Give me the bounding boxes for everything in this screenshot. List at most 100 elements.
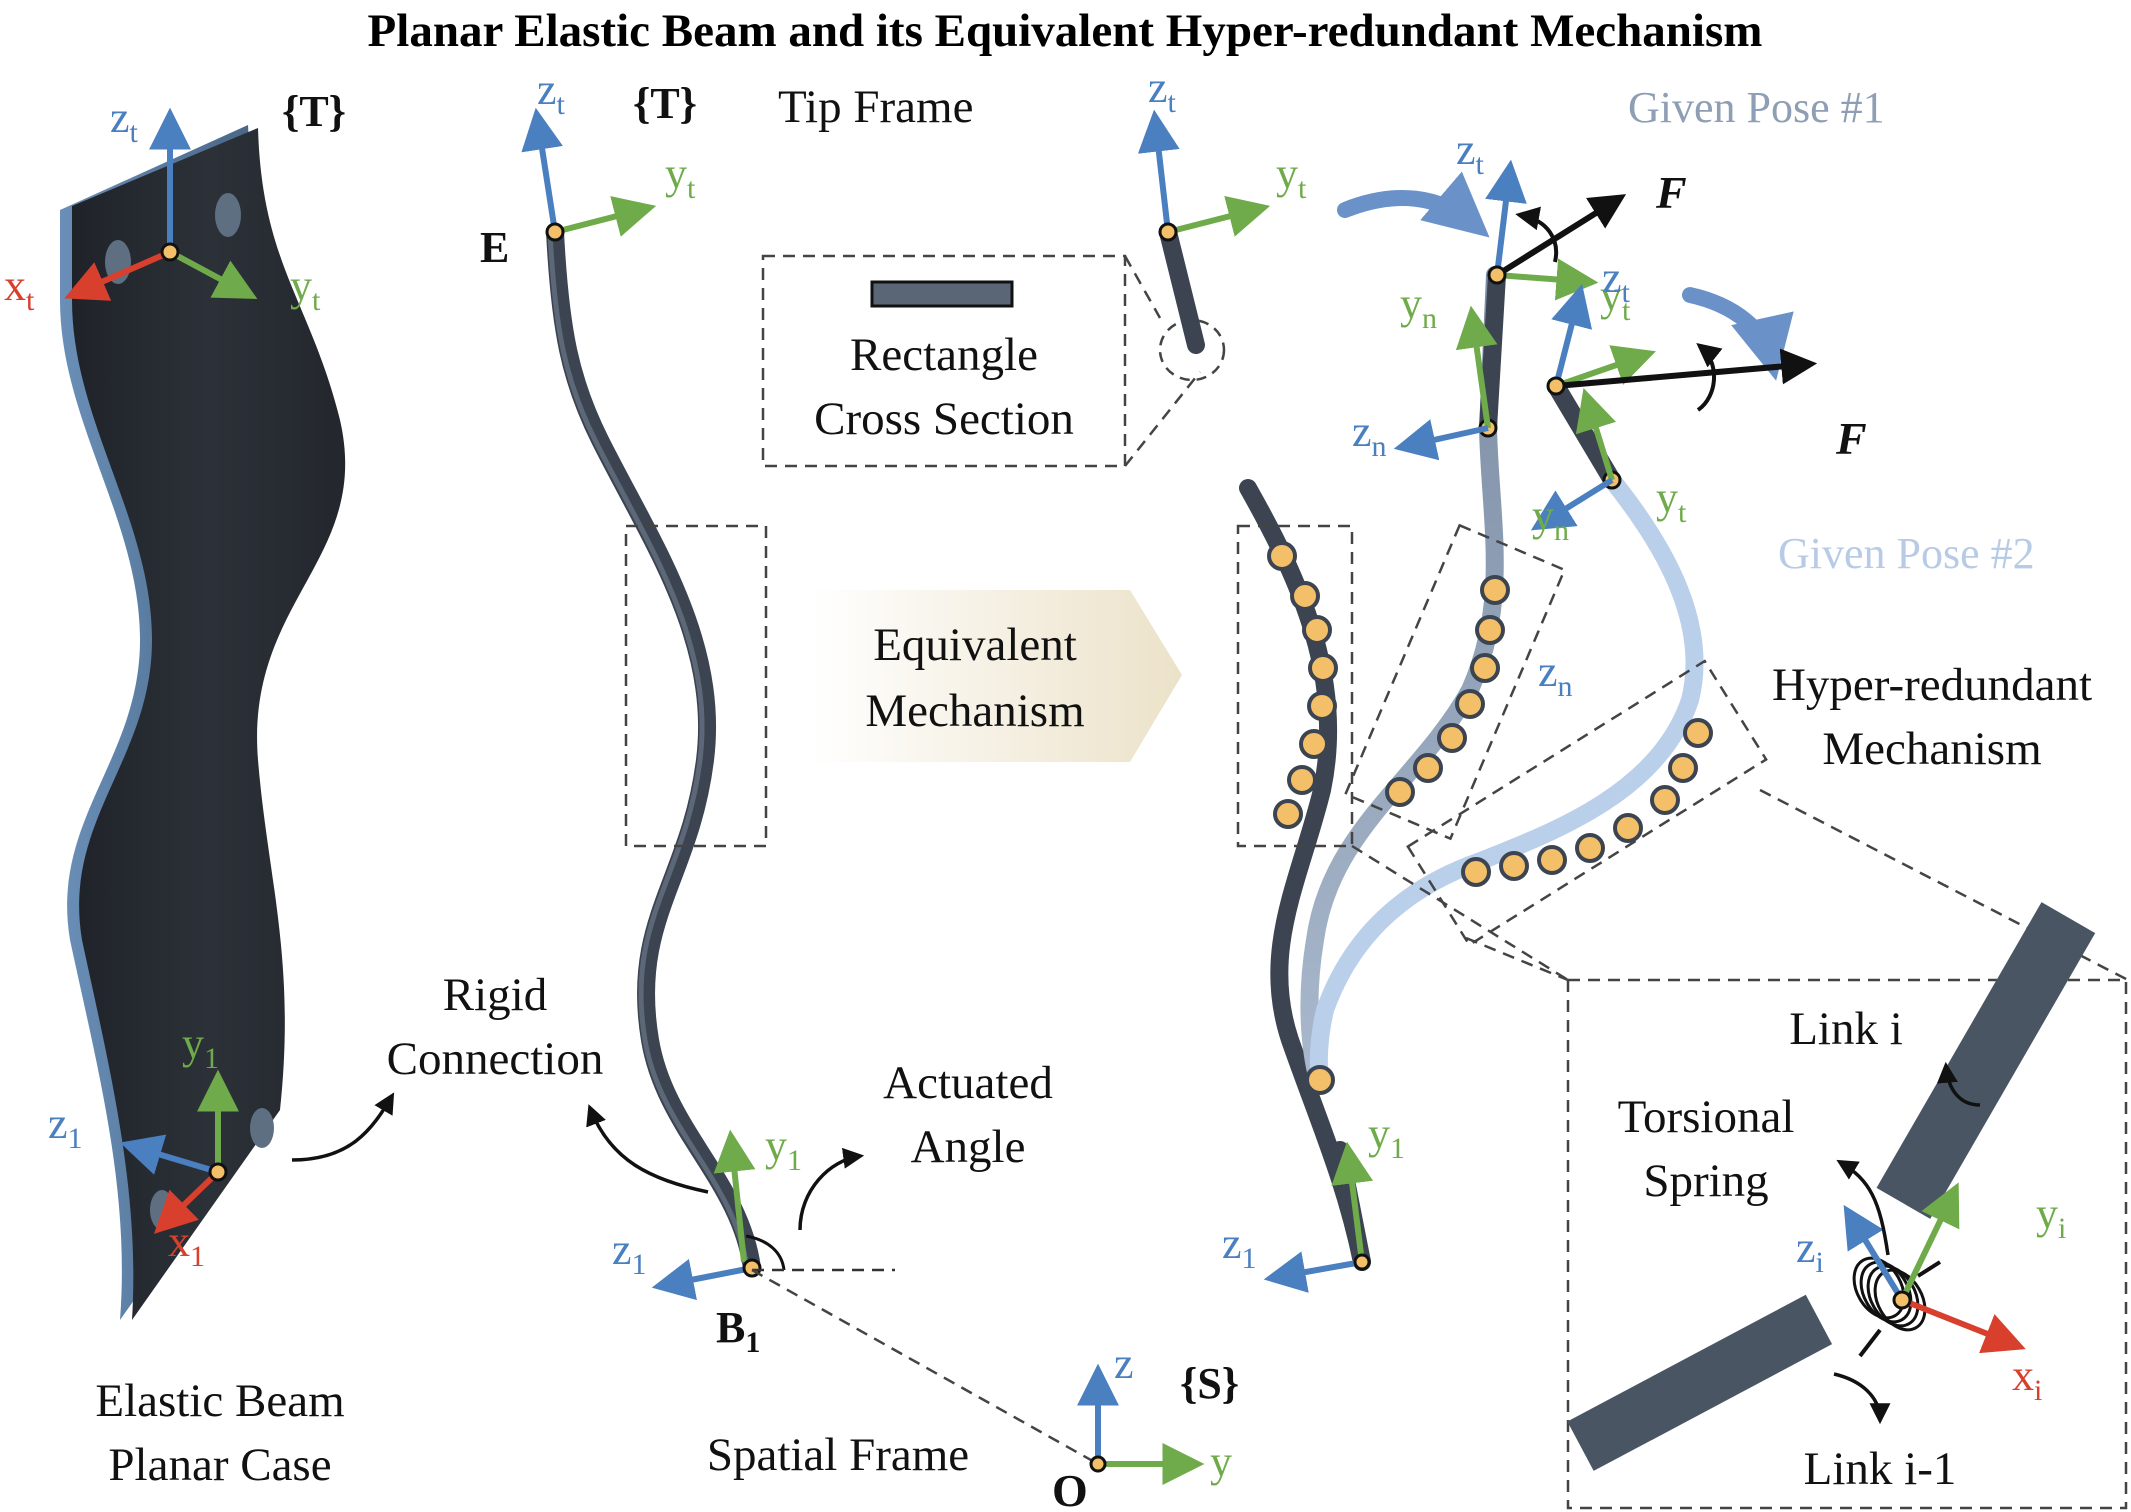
joint-i	[1892, 1290, 1912, 1310]
label-spatial-frame: Spatial Frame	[707, 1429, 969, 1481]
spring-leg	[1916, 1260, 1942, 1278]
plate-face	[72, 128, 346, 1320]
label-s-frame: {S}	[1180, 1359, 1239, 1408]
zt-axis-arrow-pose2	[1551, 283, 1593, 387]
y1-axis-arrow-right	[1331, 1141, 1374, 1263]
zt-axis-arrow-pose1	[1485, 159, 1527, 276]
base-frame-origin	[208, 1162, 228, 1182]
short-beam-segment	[1159, 223, 1205, 354]
yi-axis-arrow	[1899, 1182, 1960, 1302]
short-beam-tip	[1158, 222, 1178, 242]
pose1-box	[1343, 523, 1567, 841]
dark-beam-segment-box	[1236, 524, 1354, 848]
label-spring: Spring	[1643, 1155, 1768, 1207]
link-i-minus-1-pointer	[1833, 1372, 1891, 1425]
label-equivalent: Equivalent	[873, 619, 1077, 671]
label-connection: Connection	[387, 1033, 604, 1085]
right-base-origin	[1353, 1253, 1371, 1271]
label-link-i-minus-1: Link i-1	[1804, 1443, 1957, 1495]
yt-axis-arrow-pose2	[1555, 345, 1656, 389]
elastic-beam-plate	[60, 125, 346, 1320]
label-point-e: E	[480, 223, 509, 272]
link-i	[1876, 902, 2096, 1219]
label-tip-frame: Tip Frame	[778, 81, 973, 133]
label-y1-right: y1	[1368, 1109, 1405, 1165]
joint	[1480, 575, 1510, 605]
joint	[1650, 785, 1680, 815]
label-y1-left: y1	[182, 1019, 219, 1075]
z1-axis-arrow-right	[1263, 1251, 1363, 1293]
pose2-top-link	[1547, 377, 1621, 489]
label-zt-short: zt	[1148, 63, 1177, 119]
z1-axis-arrow	[119, 1134, 219, 1175]
label-zt-pose1: zt	[1456, 125, 1485, 181]
joint	[1575, 833, 1605, 863]
spatial-origin	[1089, 1455, 1107, 1473]
label-yt-pose2: yt	[1656, 473, 1687, 529]
pose1-top-link	[1479, 266, 1506, 437]
spring-leg	[1858, 1328, 1882, 1358]
label-hyper-mechanism: Mechanism	[1822, 723, 2041, 775]
joint	[1302, 615, 1332, 645]
zt-axis-arrow-short	[1137, 109, 1180, 233]
spring-pointer	[1836, 1159, 1890, 1256]
rigid-connection-arrow	[291, 1092, 395, 1162]
link-i-pointer	[1936, 1061, 1981, 1107]
joint	[1613, 813, 1643, 843]
yt-axis-arrow-short	[1167, 195, 1271, 237]
label-mechanism: Mechanism	[865, 685, 1084, 737]
label-origin-o: O	[1052, 1465, 1088, 1512]
cross-section-rectangle	[870, 280, 1014, 308]
label-s-y: y	[1210, 1437, 1232, 1486]
label-xi: xi	[2012, 1351, 2042, 1407]
label-hyper-redundant: Hyper-redundant	[1772, 659, 2092, 711]
spatial-callout-line	[751, 1268, 1099, 1466]
spring-coil	[1859, 1260, 1913, 1324]
x1-axis-arrow	[153, 1169, 221, 1234]
force-arrow-pose1	[1495, 194, 1627, 278]
label-rigid: Rigid	[443, 969, 547, 1021]
caption-planar-case: Planar Case	[108, 1439, 331, 1491]
pose2-joints	[1461, 470, 1713, 887]
label-z1-mid: z1	[612, 1225, 647, 1281]
label-xt-left: xt	[4, 261, 35, 317]
label-yn-pose1: yn	[1400, 279, 1437, 335]
point-e	[545, 222, 565, 242]
caption-elastic-beam: Elastic Beam	[95, 1375, 344, 1427]
label-pose1: Given Pose #1	[1628, 83, 1885, 132]
joint	[1267, 541, 1297, 571]
label-angle: Angle	[911, 1121, 1026, 1173]
figure-title: Planar Elastic Beam and its Equivalent H…	[368, 5, 1763, 57]
joint	[1413, 753, 1443, 783]
joint	[1499, 851, 1529, 881]
link-i-rect	[1876, 902, 2096, 1219]
label-torsional: Torsional	[1618, 1091, 1795, 1143]
pose1-beam	[1300, 266, 1504, 1089]
left-base-frame	[119, 1069, 239, 1234]
label-cross-section: Cross Section	[814, 393, 1074, 445]
left-tip-frame	[64, 107, 258, 301]
label-f-pose1: F	[1655, 167, 1687, 218]
moment-arrow-pose1	[1515, 206, 1559, 263]
label-frame-t-left: {T}	[282, 87, 346, 136]
rigid-connection-arrow	[586, 1104, 709, 1194]
label-yt-short: yt	[1276, 149, 1307, 205]
elastic-beam-curve	[546, 223, 761, 1277]
label-zt-pose2: zt	[1602, 253, 1631, 309]
label-yt-left: yt	[290, 261, 321, 317]
inset-callout-line	[1465, 936, 1569, 982]
inset-callout-line	[1351, 844, 1569, 982]
z1-axis-arrow-mid	[651, 1258, 753, 1301]
link-i-minus-1	[1567, 1294, 1833, 1471]
yn-axis-arrow-pose1	[1455, 305, 1498, 429]
joint	[1385, 777, 1415, 807]
label-zn-pose2: zn	[1538, 647, 1573, 703]
zn-axis-arrow-pose2	[1530, 477, 1614, 531]
joint	[1683, 718, 1713, 748]
beam-segment-box	[624, 524, 768, 848]
cross-section-box	[761, 254, 1127, 468]
label-yi: yi	[2036, 1189, 2066, 1245]
xi-axis-arrow	[1900, 1297, 2026, 1354]
joint	[1475, 615, 1505, 645]
